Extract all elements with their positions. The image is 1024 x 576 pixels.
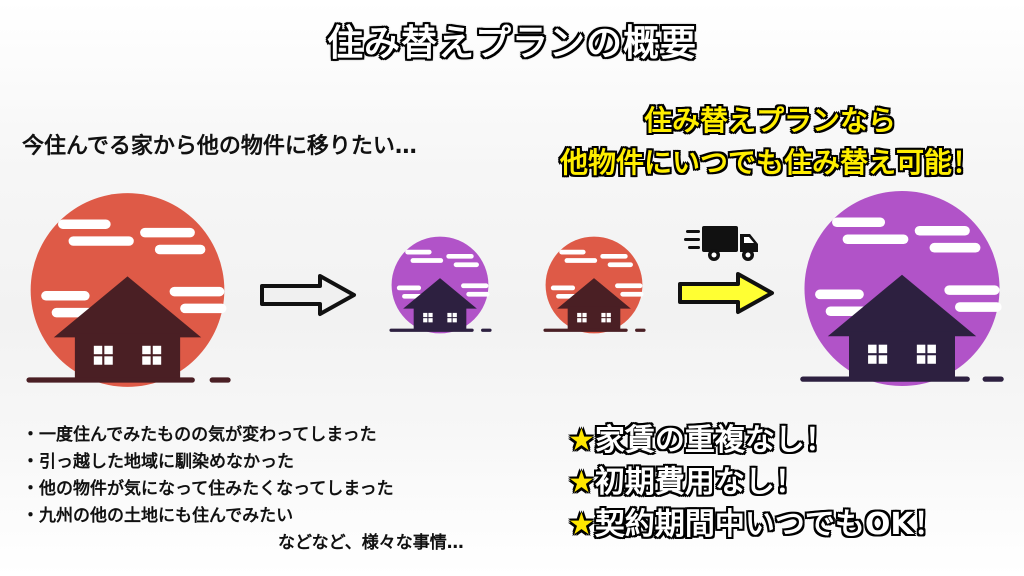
reasons-list: ・一度住んでみたものの気が変わってしまった ・引っ越した地域に馴染めなかった ・… xyxy=(22,422,464,557)
benefit-label: 初期費用なし！ xyxy=(594,465,805,500)
moving-truck-icon xyxy=(684,226,758,261)
page-title: 住み替えプランの概要 xyxy=(326,23,697,64)
list-item: ★家賃の重複なし！ xyxy=(568,420,944,462)
reasons-tail: などなど、様々な事情… xyxy=(278,533,464,553)
promo-line-1: 住み替えプランなら xyxy=(643,104,896,137)
benefit-label: 契約期間中いつでもOK！ xyxy=(594,507,944,542)
list-item: ・引っ越した地域に馴染めなかった xyxy=(22,452,294,472)
list-item: ・他の物件が気になって住みたくなってしまった xyxy=(22,479,394,499)
star-icon: ★ xyxy=(568,507,595,542)
promo-text: 住み替えプランなら 他物件にいつでも住み替え可能！ xyxy=(520,100,1020,184)
house-sunset-icon-small-purple xyxy=(389,236,492,334)
promo-line-2: 他物件にいつでも住み替え可能！ xyxy=(559,146,980,179)
star-icon: ★ xyxy=(568,465,595,500)
house-sunset-icon-large-red xyxy=(26,193,231,387)
star-icon: ★ xyxy=(568,423,595,458)
benefit-label: 家賃の重複なし！ xyxy=(594,423,835,458)
list-item: ★初期費用なし！ xyxy=(568,462,944,504)
lead-text: 今住んでる家から他の物件に移りたい… xyxy=(22,134,417,159)
list-item: ★契約期間中いつでもOK！ xyxy=(568,504,944,546)
list-item: ・一度住んでみたものの気が変わってしまった xyxy=(22,425,377,445)
right-arrow-icon-gray xyxy=(260,274,356,316)
right-arrow-icon-yellow xyxy=(678,272,774,314)
house-sunset-icon-large-purple xyxy=(800,190,1004,387)
house-sunset-icon-small-red xyxy=(543,236,646,334)
list-item: ・九州の他の土地にも住んでみたい xyxy=(22,506,294,526)
benefits-list: ★家賃の重複なし！ ★初期費用なし！ ★契約期間中いつでもOK！ xyxy=(568,420,944,546)
